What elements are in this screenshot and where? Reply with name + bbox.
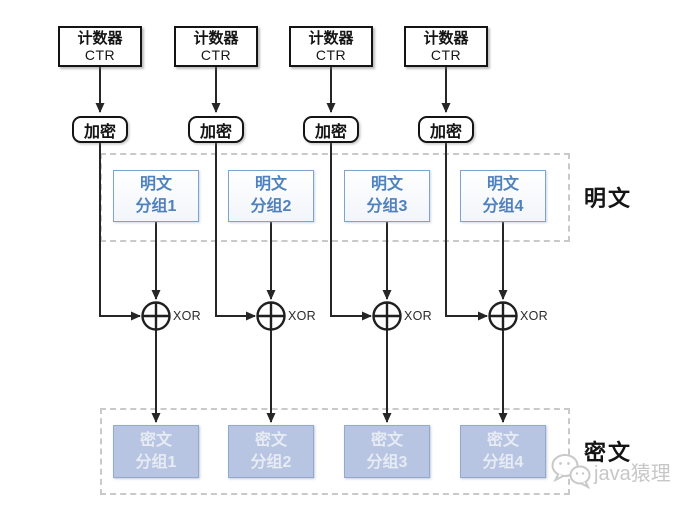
- counter-sublabel: CTR: [315, 47, 347, 64]
- counter-sublabel: CTR: [84, 47, 116, 64]
- counter-label: 计数器: [77, 29, 123, 47]
- xor-label-1: XOR: [173, 309, 201, 323]
- plaintext-block-line1: 明文: [486, 176, 519, 194]
- xor-label-3: XOR: [404, 309, 432, 323]
- ciphertext-block-line2: 分组3: [366, 453, 408, 471]
- ciphertext-block-line1: 密文: [139, 431, 172, 449]
- plaintext-group-label: 明文: [584, 186, 633, 211]
- ciphertext-block-line1: 密文: [486, 431, 519, 449]
- xor-circle-plus-icons: [141, 301, 518, 331]
- ciphertext-group-region: [100, 408, 570, 495]
- ciphertext-block-line2: 分组4: [482, 453, 524, 471]
- ciphertext-group-label: 密文: [584, 440, 633, 465]
- counter-box-1: 计数器 CTR: [58, 26, 142, 67]
- xor-label-4: XOR: [520, 309, 548, 323]
- plaintext-block-3: 明文 分组3: [344, 170, 430, 222]
- ciphertext-block-line1: 密文: [370, 431, 403, 449]
- encrypt-box-1: 加密: [72, 116, 128, 143]
- plaintext-block-line2: 分组4: [482, 198, 524, 215]
- encrypt-box-3: 加密: [303, 116, 359, 143]
- counter-sublabel: CTR: [200, 47, 232, 64]
- plaintext-block-2: 明文 分组2: [228, 170, 314, 222]
- encrypt-box-4: 加密: [418, 116, 474, 143]
- ciphertext-block-2: 密文 分组2: [228, 425, 314, 478]
- counter-label: 计数器: [308, 29, 354, 47]
- counter-box-3: 计数器 CTR: [289, 26, 373, 67]
- watermark: java猿理: [550, 452, 671, 490]
- plaintext-block-4: 明文 分组4: [460, 170, 546, 222]
- counter-label: 计数器: [193, 29, 239, 47]
- watermark-text: java猿理: [594, 462, 671, 485]
- wechat-chat-bubbles-icon: [551, 454, 591, 490]
- plaintext-block-line1: 明文: [139, 176, 172, 194]
- counter-sublabel: CTR: [430, 47, 462, 64]
- xor-label-2: XOR: [288, 309, 316, 323]
- plaintext-block-line2: 分组2: [250, 198, 292, 215]
- ciphertext-block-3: 密文 分组3: [344, 425, 430, 478]
- counter-box-4: 计数器 CTR: [404, 26, 488, 67]
- ciphertext-block-1: 密文 分组1: [113, 425, 199, 478]
- plaintext-block-1: 明文 分组1: [113, 170, 199, 222]
- plaintext-block-line1: 明文: [254, 176, 287, 194]
- ciphertext-block-4: 密文 分组4: [460, 425, 546, 478]
- ciphertext-block-line2: 分组2: [250, 453, 292, 471]
- plaintext-block-line2: 分组1: [135, 198, 177, 215]
- encrypt-box-2: 加密: [188, 116, 244, 143]
- plaintext-block-line1: 明文: [370, 176, 403, 194]
- ciphertext-block-line2: 分组1: [135, 453, 177, 471]
- ciphertext-block-line1: 密文: [254, 431, 287, 449]
- counter-label: 计数器: [423, 29, 469, 47]
- counter-box-2: 计数器 CTR: [174, 26, 258, 67]
- plaintext-block-line2: 分组3: [366, 198, 408, 215]
